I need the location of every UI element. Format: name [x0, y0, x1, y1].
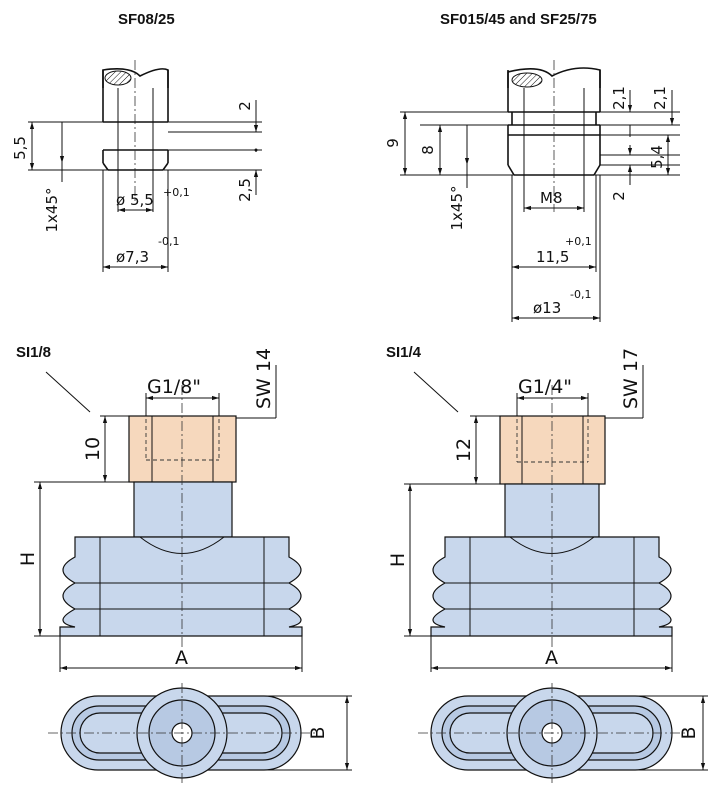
si18-dim-height: 10	[82, 437, 104, 461]
si14-dim-wrench: SW 17	[620, 348, 642, 409]
sf1545-dim-8: 8	[419, 145, 437, 155]
si14-dim-h: H	[387, 553, 409, 567]
title-si14: SI1/4	[386, 344, 422, 361]
si14-dim-a: A	[545, 647, 558, 669]
title-sf1545: SF015/45 and SF25/75	[440, 11, 597, 28]
sf0825-dim-chamfer: 1x45°	[43, 187, 61, 232]
sf0825-dim-5-5: 5,5	[11, 136, 29, 160]
sf0825-dim-bore: ø 5,5	[116, 191, 154, 209]
si18-dim-a: A	[175, 647, 188, 669]
sf1545-dim-bore: 11,5	[536, 248, 569, 266]
title-sf0825: SF08/25	[118, 11, 175, 28]
sf1545-dim-2-1a: 2,1	[610, 86, 628, 110]
si18-dim-b: B	[307, 726, 329, 739]
sf0825-dim-2-5: 2,5	[236, 178, 254, 202]
sf1545-dim-bore-tol: +0,1	[565, 235, 592, 248]
title-si18: SI1/8	[16, 344, 51, 361]
sf0825-dim-outer: ø7,3	[116, 248, 149, 266]
sf0825-dim-2: 2	[236, 101, 254, 111]
si14-front-view	[404, 365, 673, 672]
sf0825-dim-bore-tol: +0,1	[163, 186, 190, 199]
sf1545-dim-chamfer: 1x45°	[448, 185, 466, 230]
sf0825-drawing	[28, 60, 262, 272]
sf1545-dim-5-4: 5,4	[648, 145, 666, 169]
sf1545-dim-9: 9	[384, 138, 402, 148]
si14-dim-b: B	[678, 726, 700, 739]
sf1545-dim-2: 2	[610, 191, 628, 201]
sf1545-dim-outer-tol: -0,1	[570, 288, 591, 301]
sf1545-drawing	[400, 60, 680, 322]
si14-dim-thread: G1/4"	[518, 376, 572, 398]
sf1545-dim-outer: ø13	[533, 299, 561, 317]
si14-dim-height: 12	[453, 438, 475, 462]
sf1545-dim-2-1b: 2,1	[651, 86, 669, 110]
sf1545-dim-m8: M8	[540, 189, 563, 207]
si18-front-view	[34, 365, 303, 672]
si18-dim-wrench: SW 14	[253, 348, 275, 409]
si14-top-view	[418, 683, 708, 786]
si18-dim-h: H	[17, 552, 39, 566]
sf0825-dim-outer-tol: -0,1	[158, 235, 179, 248]
si18-dim-thread: G1/8"	[147, 376, 201, 398]
si18-top-view	[48, 683, 352, 786]
